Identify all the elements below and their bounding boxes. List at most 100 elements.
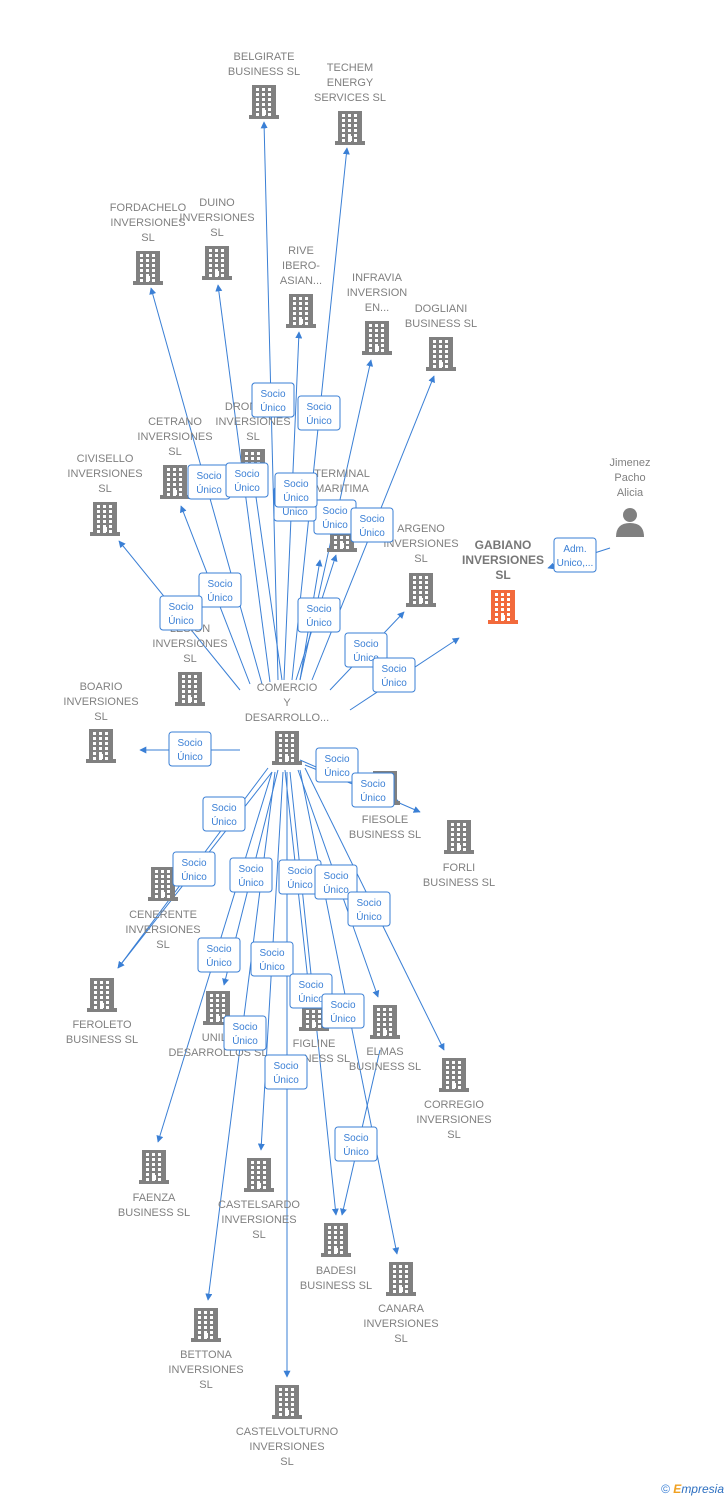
center-company-label-line: Y (283, 697, 291, 709)
edge-label-socio-unico-line: Socio (234, 469, 259, 480)
company-label-cetrano-line: SL (168, 446, 181, 458)
copyright-symbol: © (661, 1482, 670, 1496)
company-label-badesi-line: BADESI (316, 1265, 356, 1277)
building-icon[interactable] (335, 111, 365, 145)
edge-label-socio-unico-line: Único (343, 1145, 369, 1158)
building-icon[interactable] (175, 672, 205, 706)
company-label-dogliani-line: BUSINESS SL (405, 318, 477, 330)
building-icon[interactable] (133, 251, 163, 285)
company-label-forli-line: FORLI (443, 862, 475, 874)
building-icon[interactable] (139, 1150, 169, 1184)
company-label-canara-line: CANARA (378, 1303, 425, 1315)
edge-label-socio-unico-line: Único (234, 481, 260, 494)
building-icon[interactable] (406, 573, 436, 607)
brand-logo-initial: E (673, 1482, 682, 1496)
building-icon[interactable] (426, 337, 456, 371)
company-label-boario-line: BOARIO (80, 681, 123, 693)
building-icon[interactable] (439, 1058, 469, 1092)
center-company-label-line: COMERCIO (257, 682, 318, 694)
building-icon[interactable] (272, 731, 302, 765)
company-label-techem-line: SERVICES SL (314, 92, 386, 104)
edge-label-adm-unico[interactable]: Adm.Unico,... (553, 537, 597, 573)
company-label-bettona-line: INVERSIONES (168, 1364, 243, 1376)
edge-label-socio-unico-line: Único (306, 616, 332, 629)
building-icon[interactable] (386, 1262, 416, 1296)
building-icon[interactable] (286, 294, 316, 328)
edge-label-adm-unico-text: Adm.Unico,... (557, 544, 594, 569)
building-icon[interactable] (488, 590, 518, 624)
company-label-gabiano-line: GABIANO (475, 538, 532, 552)
company-label-rive-line: RIVE (288, 245, 314, 257)
building-icon[interactable] (148, 867, 178, 901)
edge-label-socio-unico-line: Único (324, 766, 350, 779)
building-icon[interactable] (321, 1223, 351, 1257)
company-label-belgirate-line: BUSINESS SL (228, 66, 300, 78)
building-icon[interactable] (87, 978, 117, 1012)
edge-label-adm-unico-line: Adm. (563, 544, 586, 555)
building-icon[interactable] (202, 246, 232, 280)
building-icon[interactable] (90, 502, 120, 536)
person-icon[interactable] (616, 508, 644, 537)
building-icon[interactable] (370, 1005, 400, 1039)
company-label-dronero-line: SL (246, 431, 259, 443)
building-icon[interactable] (244, 1158, 274, 1192)
building-icon[interactable] (191, 1308, 221, 1342)
edge-label-socio-unico-line: Único (356, 910, 382, 923)
edge-label-socio-unico-line: Único (181, 870, 207, 883)
company-label-duino-line: SL (210, 227, 223, 239)
building-icon[interactable] (160, 465, 190, 499)
building-icon[interactable] (362, 321, 392, 355)
building-icon[interactable] (272, 1385, 302, 1419)
building-icon[interactable] (444, 820, 474, 854)
building-icon[interactable] (86, 729, 116, 763)
building-icon[interactable] (249, 85, 279, 119)
company-label-dogliani-line: DOGLIANI (415, 303, 468, 315)
company-label-corregio-line: INVERSIONES (416, 1114, 491, 1126)
footer-brand[interactable]: © Empresia (661, 1482, 724, 1496)
edge-label-socio-unico-line: Socio (260, 389, 285, 400)
company-label-dronero-line: INVERSIONES (215, 416, 290, 428)
